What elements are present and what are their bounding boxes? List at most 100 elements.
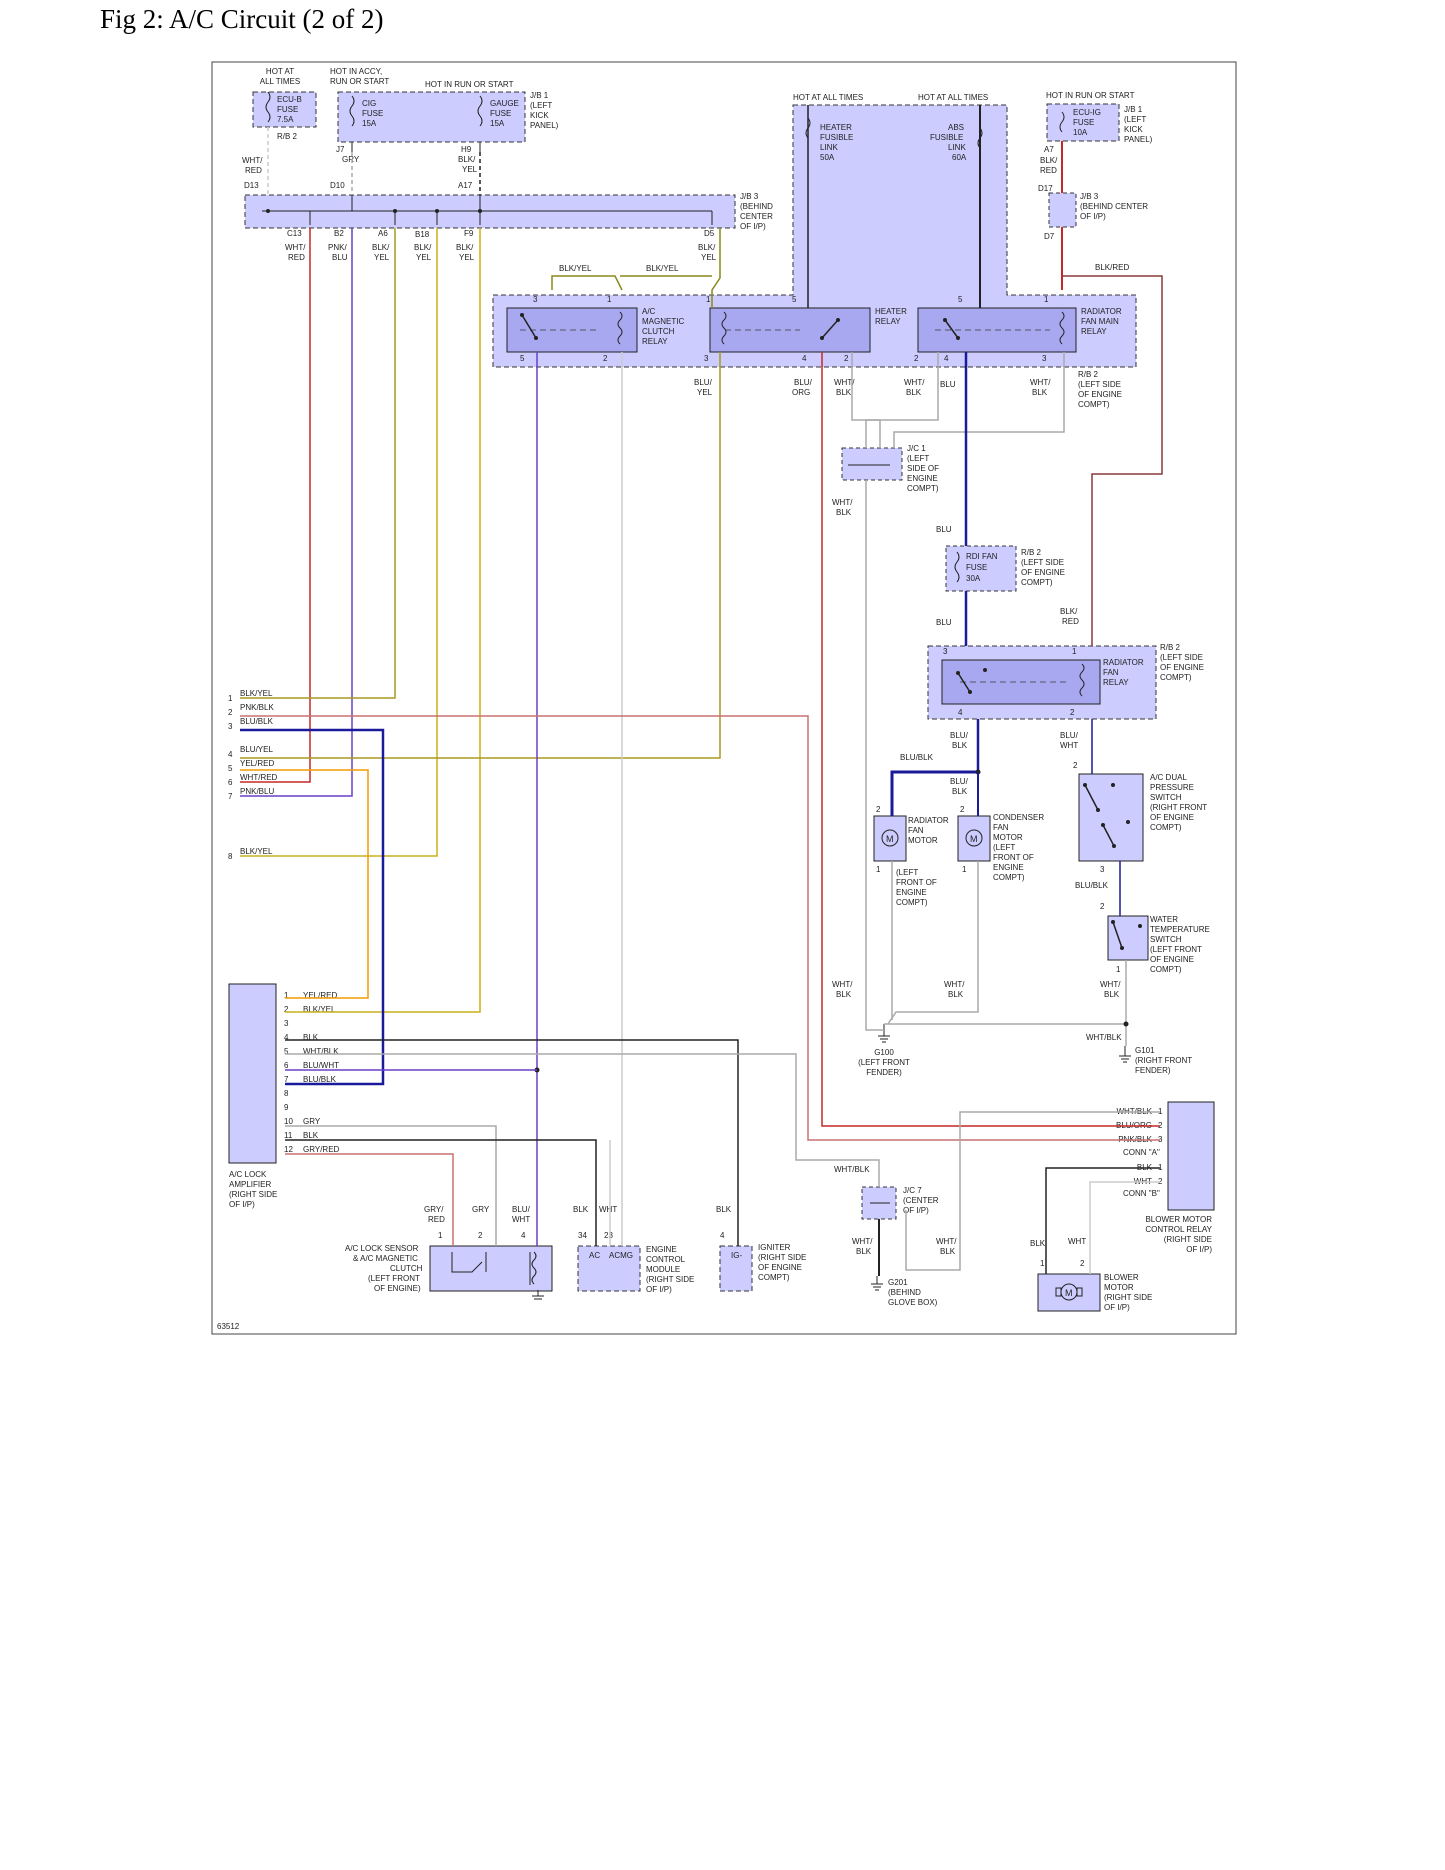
pin-f9: F9 (464, 229, 474, 238)
blower-a-pin-1: 1 (1158, 1107, 1163, 1116)
conn-a-label: CONN "A" (1123, 1148, 1160, 1157)
wts-4: (LEFT FRONT (1150, 945, 1202, 954)
amp-pin-9: 9 (284, 1103, 289, 1112)
wts-5: OF ENGINE (1150, 955, 1194, 964)
rdi-2: FUSE (966, 563, 987, 572)
lbl-c13-1: WHT/ (285, 243, 306, 252)
pin-b2: B2 (334, 229, 344, 238)
lbl-blu-org-2: ORG (792, 388, 810, 397)
cond-4: (LEFT (993, 843, 1015, 852)
condenser-fan-motor: M CONDENSER FAN MOTOR (LEFT FRONT OF ENG… (957, 813, 1044, 882)
lbl-c13-2: RED (288, 253, 305, 262)
pin-rf-3: 3 (943, 647, 948, 656)
blower-relay-4: OF I/P) (1186, 1245, 1212, 1254)
jb1-right-2: (LEFT (1124, 115, 1146, 124)
heater-link-hot: HOT AT ALL TIMES (793, 93, 863, 102)
pin-rm-1: 1 (1044, 295, 1049, 304)
heater-relay-1: HEATER (875, 307, 907, 316)
wts-3: SWITCH (1150, 935, 1182, 944)
lock-sensor-3: CLUTCH (390, 1264, 423, 1273)
amp-pin-label-7: BLU/BLK (303, 1075, 337, 1084)
pin-j7: J7 (336, 145, 345, 154)
lbl-a6-1: BLK/ (372, 243, 390, 252)
lbl-wht-blk-1: WHT/ (834, 378, 855, 387)
ecuig-name-3: 10A (1073, 128, 1088, 137)
lbl-blu-b: BLU (936, 525, 952, 534)
ign-1: IGNITER (758, 1243, 791, 1252)
lbl-d5-1: BLK/ (698, 243, 716, 252)
lbl-b2-2: BLU (332, 253, 348, 262)
left-conn-label-5: YEL/RED (240, 759, 274, 768)
ecm-1: ENGINE (646, 1245, 677, 1254)
heater-link-2: FUSIBLE (820, 133, 853, 142)
lbl-jc1-wht-2: BLK (836, 508, 852, 517)
lock-sensor-2: & A/C MAGNETIC (353, 1254, 418, 1263)
wire-blk-red-inline: BLK/RED (1095, 263, 1129, 272)
wire-yel-red (240, 769, 369, 999)
pin-a7: A7 (1044, 145, 1054, 154)
cond-motor-symbol: M (970, 834, 978, 844)
ecuig-name-1: ECU-IG (1073, 108, 1101, 117)
g100-2: (LEFT FRONT (858, 1058, 910, 1067)
pin-d10: D10 (330, 181, 345, 190)
g101-2: (RIGHT FRONT (1135, 1056, 1192, 1065)
g201-ground-icon (871, 1276, 883, 1291)
wire-pnk-blk (240, 715, 1160, 1141)
lbl-g201-2: BLK (856, 1247, 872, 1256)
lbl-rf-blu-wht-2: WHT (1060, 741, 1078, 750)
page-title: Fig 2: A/C Circuit (2 of 2) (100, 4, 384, 34)
ecuig-fuse-module: HOT IN RUN OR START ECU-IG FUSE 10A J/B … (1046, 91, 1153, 144)
jb3-right-block (1048, 192, 1077, 228)
dps-1: A/C DUAL (1150, 773, 1187, 782)
left-connector: 1BLK/YEL2PNK/BLK3BLU/BLK4BLU/YEL5YEL/RED… (228, 689, 278, 861)
left-conn-label-7: PNK/BLU (240, 787, 274, 796)
blower-relay-3: (RIGHT SIDE (1164, 1235, 1212, 1244)
pin-rf-2: 2 (1070, 708, 1075, 717)
pin-ls2: 2 (478, 1231, 483, 1240)
wire-blower-blk (1045, 1167, 1160, 1274)
jb3-right-2: (BEHIND CENTER (1080, 202, 1148, 211)
jb3-block: J/B 3 (BEHIND CENTER OF I/P) (244, 192, 773, 231)
jb1-left-3: KICK (530, 111, 549, 120)
amp-pin-label-11: BLK (303, 1131, 319, 1140)
amp-pin-label-4: BLK (303, 1033, 319, 1042)
wires (240, 105, 1163, 1276)
rad-motor-3: MOTOR (908, 836, 938, 845)
radiator-fan-main-relay: RADIATOR FAN MAIN RELAY R/B 2 (LEFT SIDE… (917, 307, 1122, 409)
cond-5: FRONT OF (993, 853, 1034, 862)
blower-b-pin-2: 2 (1158, 1177, 1163, 1186)
left-conn-pin-8: 8 (228, 852, 233, 861)
lbl-rf-blu-blk-1: BLU/ (950, 731, 969, 740)
wire-blk-red-2: RED (1040, 166, 1057, 175)
rdi-box-4: COMPT) (1021, 578, 1053, 587)
blower-1: BLOWER (1104, 1273, 1139, 1282)
g201-1: G201 (888, 1278, 908, 1287)
ac-lock-amplifier (228, 983, 277, 1164)
lbl-blk-ecm: BLK (573, 1205, 589, 1214)
pin-wts2: 2 (1100, 902, 1105, 911)
gauge-name-3: 15A (490, 119, 505, 128)
abs-link-1: ABS (948, 123, 964, 132)
lbl-rf-blu-blk-2: BLK (952, 741, 968, 750)
wire-blu-blk-left (240, 728, 385, 1086)
pin-ecm34: 34 (578, 1231, 587, 1240)
cond-7: COMPT) (993, 873, 1025, 882)
pin-cm1: 1 (962, 865, 967, 874)
left-conn-label-2: PNK/BLK (240, 703, 274, 712)
wire-b18-blk-yel (240, 228, 438, 857)
gauge-name-1: GAUGE (490, 99, 519, 108)
heater-link-1: HEATER (820, 123, 852, 132)
g201-3: GLOVE BOX) (888, 1298, 938, 1307)
jb1-right-3: KICK (1124, 125, 1143, 134)
wire-wht-red-top-1: WHT/ (242, 156, 263, 165)
amp-pin-2: 2 (284, 1005, 289, 1014)
diagram-frame (211, 61, 1237, 1335)
rad-motor-loc-2: FRONT OF (896, 878, 937, 887)
wire-wht-red-top-2: RED (245, 166, 262, 175)
wire-rm-3 (893, 352, 1065, 448)
rad-main-box-1: R/B 2 (1078, 370, 1099, 379)
amp-pin-7: 7 (284, 1075, 289, 1084)
pin-d17: D17 (1038, 184, 1053, 193)
jc7-3: OF I/P) (903, 1206, 929, 1215)
gauge-hot: HOT IN RUN OR START (425, 80, 514, 89)
